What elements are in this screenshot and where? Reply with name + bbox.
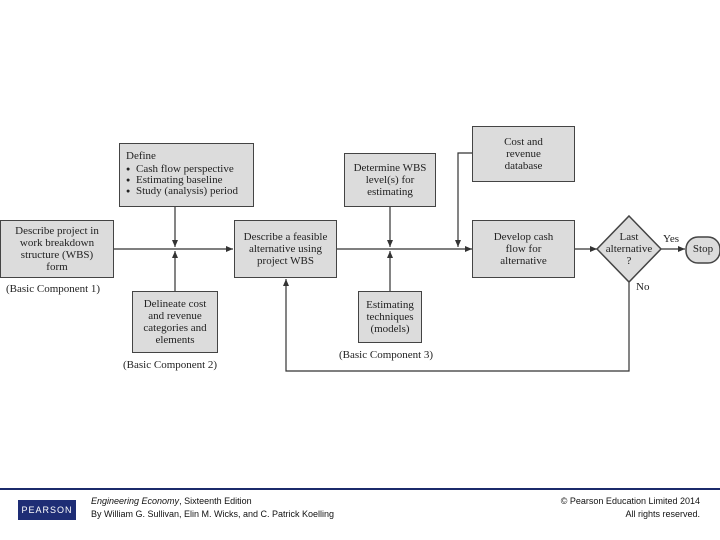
yes-label: Yes xyxy=(663,233,680,245)
describe-alternative-box: Describe a feasible alternative using pr… xyxy=(234,220,337,278)
footer-authors: By William G. Sullivan, Elin M. Wicks, a… xyxy=(91,509,335,519)
define-bullets: Cash flow perspective Estimating baselin… xyxy=(126,164,238,198)
footer-rights: All rights reserved. xyxy=(625,509,700,519)
define-bullet: Estimating baseline xyxy=(126,175,238,187)
basic-component-1-label: (Basic Component 1) xyxy=(6,283,101,295)
footer-divider xyxy=(0,488,720,490)
decision-diamond xyxy=(595,214,663,284)
footer-book-title: Engineering Economy, Sixteenth Edition xyxy=(91,496,252,506)
book-edition: , Sixteenth Edition xyxy=(179,496,252,506)
footer-copyright: © Pearson Education Limited 2014 xyxy=(560,496,700,506)
stop-label: Stop xyxy=(692,243,714,255)
delineate-box: Delineate cost and revenue categories an… xyxy=(132,291,218,353)
define-bullet: Cash flow perspective xyxy=(126,164,238,176)
define-title: Define xyxy=(126,150,156,162)
estimating-techniques-box: Estimating techniques (models) xyxy=(358,291,422,343)
define-box: Define Cash flow perspective Estimating … xyxy=(119,143,254,207)
connector-no-loop xyxy=(283,279,630,372)
connector-database-to-line xyxy=(455,152,472,247)
no-label: No xyxy=(636,281,650,293)
book-title: Engineering Economy xyxy=(91,496,180,506)
basic-component-3-label: (Basic Component 3) xyxy=(339,349,434,361)
determine-wbs-box: Determine WBS level(s) for estimating xyxy=(344,153,436,207)
decision-label: Last alternative ? xyxy=(605,231,653,267)
pearson-logo-text: PEARSON xyxy=(21,505,73,515)
stop-terminal xyxy=(685,236,720,264)
develop-cash-flow-box: Develop cash flow for alternative xyxy=(472,220,575,278)
pearson-logo: PEARSON xyxy=(18,500,76,520)
cost-database-box: Cost and revenue database xyxy=(472,126,575,182)
define-bullet: Study (analysis) period xyxy=(126,186,238,198)
basic-component-2-label: (Basic Component 2) xyxy=(123,359,218,371)
describe-project-box: Describe project in work breakdown struc… xyxy=(0,220,114,278)
